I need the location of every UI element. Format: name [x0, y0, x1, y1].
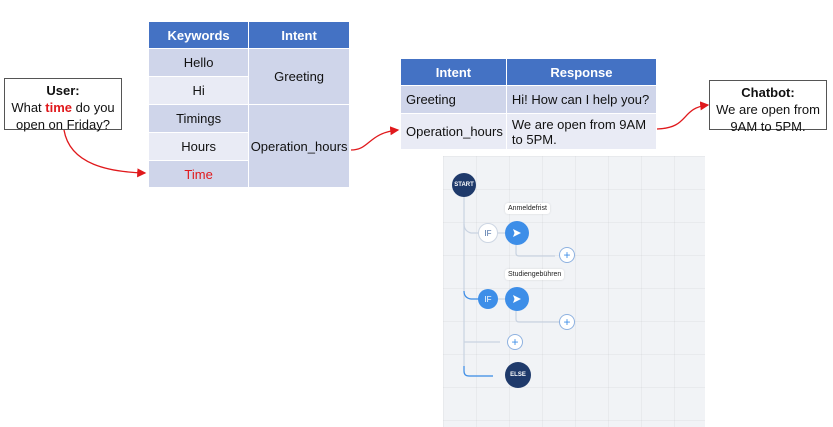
keyword-time: Time — [147, 160, 250, 188]
chatbot-label: Chatbot: — [741, 85, 795, 100]
row-intent-operation-hours: Operation_hours — [400, 113, 507, 150]
response-table: Intent Response Greeting Hi! How can I h… — [400, 58, 658, 150]
keyword-hi: Hi — [147, 76, 250, 105]
header-keywords: Keywords — [147, 21, 250, 49]
keyword-hello: Hello — [147, 48, 250, 77]
row-response-operation-hours: We are open from 9AM to 5PM. — [505, 113, 658, 150]
intent-operation-hours: Operation_hours — [248, 104, 350, 188]
row-response-greeting: Hi! How can I help you? — [505, 85, 658, 114]
add-step-button-1[interactable]: + — [559, 247, 575, 263]
send-message-node-1[interactable] — [505, 221, 529, 245]
header-intent: Intent — [248, 21, 350, 49]
send-message-node-2[interactable] — [505, 287, 529, 311]
send-icon — [513, 229, 521, 237]
intent-greeting: Greeting — [248, 48, 350, 105]
arrow-intent-to-response — [350, 126, 400, 151]
user-question-line2: open on Friday? — [16, 117, 110, 132]
keywords-table: Keywords Intent Hello Greeting Hi Timing… — [147, 21, 350, 188]
condition-label-anmeldefrist[interactable]: Anmeldefrist — [505, 203, 550, 214]
user-question-line1: What time do you — [11, 100, 115, 115]
if-node-2[interactable]: IF — [478, 289, 498, 309]
add-step-button-2[interactable]: + — [559, 314, 575, 330]
user-message-box: User: What time do you open on Friday? — [4, 78, 122, 132]
arrow-user-to-keywords — [63, 129, 147, 178]
if-node-1[interactable]: IF — [478, 223, 498, 243]
flow-builder-panel: START Anmeldefrist IF + Studiengebühren … — [443, 156, 705, 427]
arrow-response-to-chatbot — [656, 101, 710, 130]
keyword-hours: Hours — [147, 132, 250, 161]
keyword-timings: Timings — [147, 104, 250, 133]
row-intent-greeting: Greeting — [400, 85, 507, 114]
chatbot-reply-line1: We are open from — [716, 102, 820, 117]
header-response: Response — [505, 58, 658, 86]
chatbot-message-box: Chatbot: We are open from 9AM to 5PM. — [709, 80, 827, 134]
add-condition-button[interactable]: + — [507, 334, 523, 350]
start-node[interactable]: START — [452, 173, 476, 197]
send-icon — [513, 295, 521, 303]
user-label: User: — [46, 83, 80, 98]
else-node[interactable]: ELSE — [505, 362, 531, 388]
condition-label-studiengebuehren[interactable]: Studiengebühren — [505, 269, 565, 280]
chatbot-reply-line2: 9AM to 5PM. — [730, 119, 806, 134]
header-intent-2: Intent — [400, 58, 507, 86]
keyword-highlight: time — [45, 100, 73, 115]
